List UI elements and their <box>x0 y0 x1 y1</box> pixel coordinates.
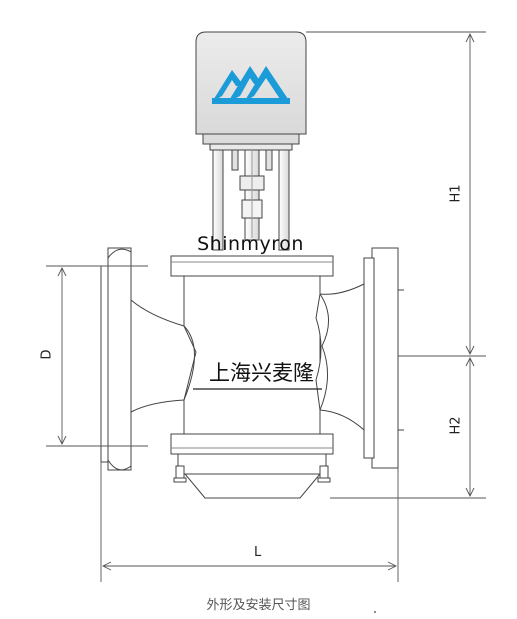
actuator-base-plate <box>202 133 300 145</box>
bracket-right <box>278 149 290 251</box>
left-passage <box>130 298 197 413</box>
bonnet-flange <box>170 255 334 277</box>
body-center <box>183 275 321 435</box>
actuator <box>195 31 307 251</box>
bottom-flange <box>170 433 334 455</box>
h1-label: H1 <box>448 184 464 203</box>
logo-icon <box>212 66 290 104</box>
brand-chinese-label: 上海兴麦隆 <box>209 361 314 385</box>
brand-english-label: Shinmyron <box>197 233 304 255</box>
stem-guide <box>265 149 273 171</box>
l-label: L <box>254 545 262 560</box>
dimension-lines <box>46 31 486 582</box>
bottom-cover <box>183 473 322 499</box>
h2-label: H2 <box>448 416 464 435</box>
valve-body <box>100 247 404 499</box>
stem-guide <box>231 149 239 171</box>
right-flange <box>371 247 399 469</box>
d-label: D <box>39 349 55 360</box>
actuator-skirt <box>209 143 293 151</box>
actuator-housing <box>195 31 307 135</box>
stray-dot <box>374 611 376 613</box>
figure-caption: 外形及安装尺寸图 <box>206 598 311 613</box>
bracket-left <box>212 149 224 251</box>
right-passage <box>315 283 365 432</box>
bottom-skirt <box>177 453 327 475</box>
